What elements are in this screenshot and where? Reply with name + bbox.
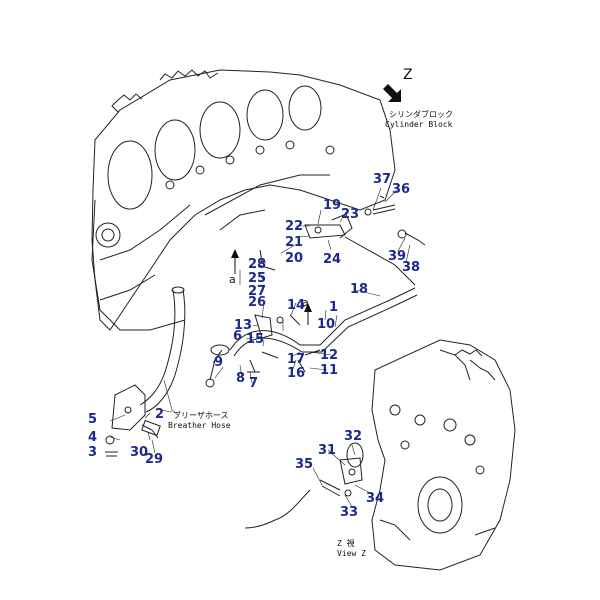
callout-31: 31 <box>318 443 337 458</box>
callout-6: 6 <box>233 329 243 344</box>
callout-25: 25 <box>248 271 267 286</box>
callout-22: 22 <box>285 219 304 234</box>
callout-14: 14 <box>287 298 306 313</box>
breather-hose <box>139 289 176 406</box>
cylinder-block-outline <box>91 69 396 331</box>
cylinder-block-label-en: Cylinder Block <box>385 120 453 129</box>
crank-gear <box>159 69 219 81</box>
callout-3: 3 <box>88 445 98 460</box>
callout-7: 7 <box>249 376 259 391</box>
callout-36: 36 <box>392 182 411 197</box>
callout-13: 13 <box>234 318 253 333</box>
callout-21: 21 <box>285 235 304 250</box>
view-z-label-en: View Z <box>337 549 366 558</box>
callout-39: 39 <box>388 249 407 264</box>
ref-arrow-a-lower <box>231 249 239 274</box>
callout-8: 8 <box>236 371 246 386</box>
callout-37: 37 <box>373 172 392 187</box>
callout-15: 15 <box>246 332 265 347</box>
callout-30: 30 <box>130 445 149 460</box>
ref-label-a-upper: a <box>302 296 309 309</box>
callout-19: 19 <box>323 198 342 213</box>
breather-pipe <box>229 287 416 351</box>
z-marker: Z <box>403 67 413 83</box>
callout-32: 32 <box>344 429 363 444</box>
callout-2: 2 <box>155 407 165 422</box>
callout-5: 5 <box>88 412 98 427</box>
ref-arrow-a-upper <box>304 303 312 325</box>
callout-12: 12 <box>320 348 339 363</box>
bracket-2 <box>111 384 146 431</box>
breather-hose-label-jp: ブリーザホース <box>173 411 229 420</box>
timing-cover-view-z <box>371 339 516 571</box>
view-z-label-jp: Z 視 <box>337 539 355 548</box>
callout-1: 1 <box>329 300 339 315</box>
callout-17: 17 <box>287 352 306 367</box>
callout-23: 23 <box>341 207 360 222</box>
callout-20: 20 <box>285 251 304 266</box>
callout-27: 27 <box>248 284 267 299</box>
callout-18: 18 <box>350 282 369 297</box>
cylinder-block-label-jp: シリンダブロック <box>389 110 453 119</box>
callout-24: 24 <box>323 252 342 267</box>
callout-10: 10 <box>317 317 336 332</box>
breather-hose-label-en: Breather Hose <box>168 421 231 430</box>
callout-38: 38 <box>402 260 421 275</box>
callout-4: 4 <box>88 430 98 445</box>
callout-26: 26 <box>248 295 267 310</box>
callout-29: 29 <box>145 452 164 467</box>
callout-9: 9 <box>214 355 224 370</box>
callout-35: 35 <box>295 457 314 472</box>
view-direction-arrow <box>383 84 401 102</box>
callout-11: 11 <box>320 363 339 378</box>
callout-16: 16 <box>287 366 306 381</box>
callout-28: 28 <box>248 257 267 272</box>
callout-34: 34 <box>366 491 385 506</box>
callout-33: 33 <box>340 505 359 520</box>
ref-label-a-lower: a <box>229 273 236 286</box>
